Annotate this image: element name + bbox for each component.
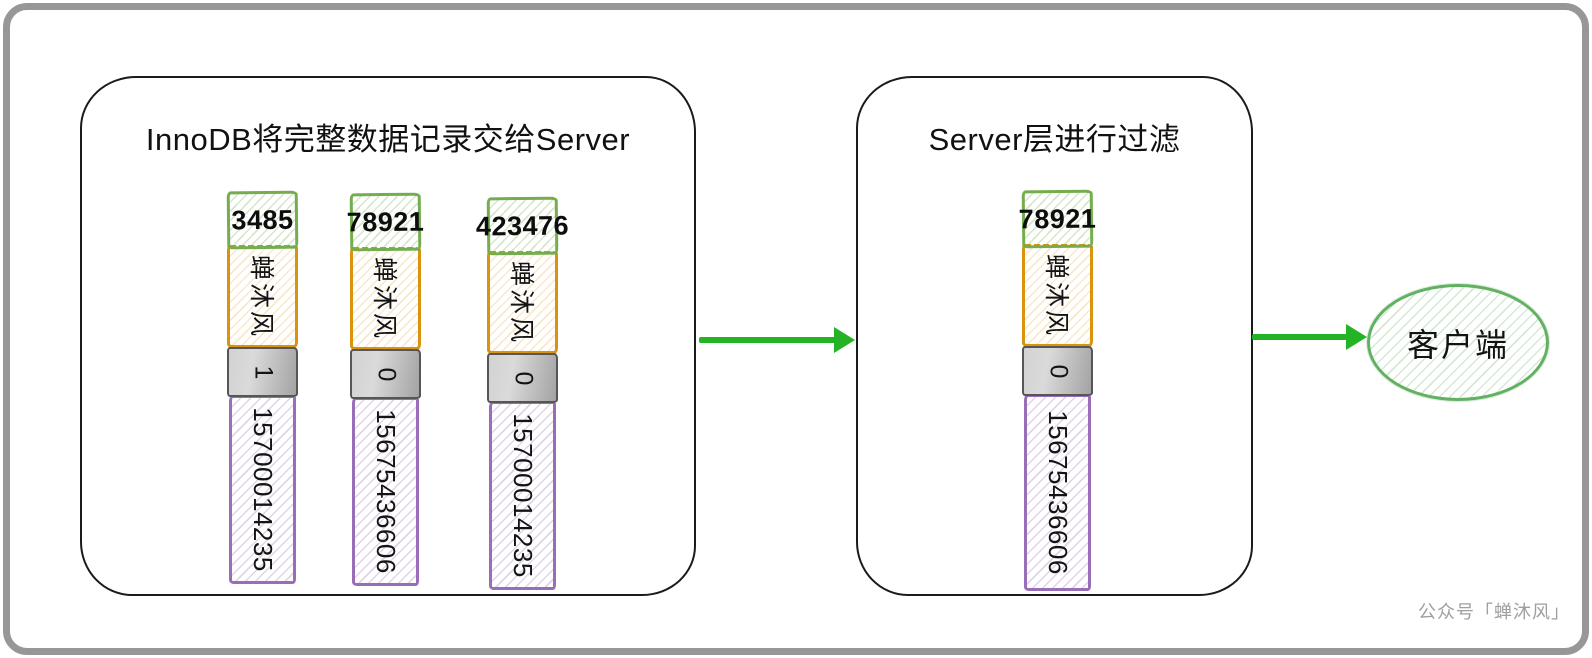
record-id-cell: 423476 [476, 196, 569, 256]
record-name-value: 蝉沐风 [246, 254, 275, 339]
arrow-head [834, 327, 855, 353]
record-flag-cell: 0 [487, 353, 558, 403]
record-phone-cell: 15700014235 [489, 401, 556, 590]
record-flag-value: 0 [1044, 364, 1072, 378]
record-column-3: 423476 蝉沐风 0 15700014235 [476, 196, 569, 590]
record-phone-cell: 15675436606 [1024, 394, 1091, 591]
record-name-value: 蝉沐风 [369, 256, 398, 341]
record-name-cell: 蝉沐风 [487, 251, 558, 354]
watermark-text: 公众号「蝉沐风」 [1418, 602, 1570, 622]
record-phone-value: 15700014235 [248, 407, 278, 572]
record-flag-value: 1 [249, 365, 277, 379]
arrow-line [1252, 334, 1348, 340]
arrow-right-icon-2 [1252, 324, 1367, 350]
record-name-value: 蝉沐风 [1041, 253, 1070, 338]
record-id-value: 78921 [1018, 203, 1097, 234]
record-flag-cell: 1 [227, 347, 298, 397]
record-column-1: 3485 蝉沐风 1 15700014235 [226, 190, 299, 584]
server-stage-title: Server层进行过滤 [928, 122, 1181, 157]
record-id-cell: 78921 [1018, 189, 1097, 249]
innodb-stage-title: InnoDB将完整数据记录交给Server [145, 122, 631, 157]
arrow-line [699, 337, 836, 343]
innodb-stage-box: InnoDB将完整数据记录交给Server [80, 76, 696, 596]
arrow-head [1346, 324, 1367, 350]
record-column-filtered: 78921 蝉沐风 0 15675436606 [1018, 189, 1097, 591]
record-name-cell: 蝉沐风 [350, 247, 421, 350]
record-flag-cell: 0 [1022, 346, 1093, 396]
record-phone-value: 15675436606 [1043, 410, 1073, 575]
client-node: 客户端 [1367, 284, 1549, 401]
arrow-right-icon-1 [699, 327, 855, 353]
record-id-value: 78921 [346, 206, 425, 237]
record-phone-cell: 15675436606 [352, 397, 419, 586]
record-flag-value: 0 [509, 371, 537, 385]
record-id-cell: 78921 [346, 192, 425, 252]
record-id-value: 3485 [231, 204, 294, 235]
record-phone-cell: 15700014235 [229, 395, 296, 584]
record-flag-value: 0 [372, 367, 400, 381]
record-id-cell: 3485 [226, 190, 299, 250]
client-label: 客户端 [1406, 326, 1509, 363]
record-phone-value: 15700014235 [508, 413, 538, 578]
record-id-value: 423476 [475, 210, 570, 241]
record-phone-value: 15675436606 [371, 409, 401, 574]
record-name-cell: 蝉沐风 [227, 245, 298, 348]
record-flag-cell: 0 [350, 349, 421, 399]
record-name-cell: 蝉沐风 [1022, 244, 1093, 347]
record-name-value: 蝉沐风 [506, 260, 535, 345]
record-column-2: 78921 蝉沐风 0 15675436606 [346, 192, 425, 586]
